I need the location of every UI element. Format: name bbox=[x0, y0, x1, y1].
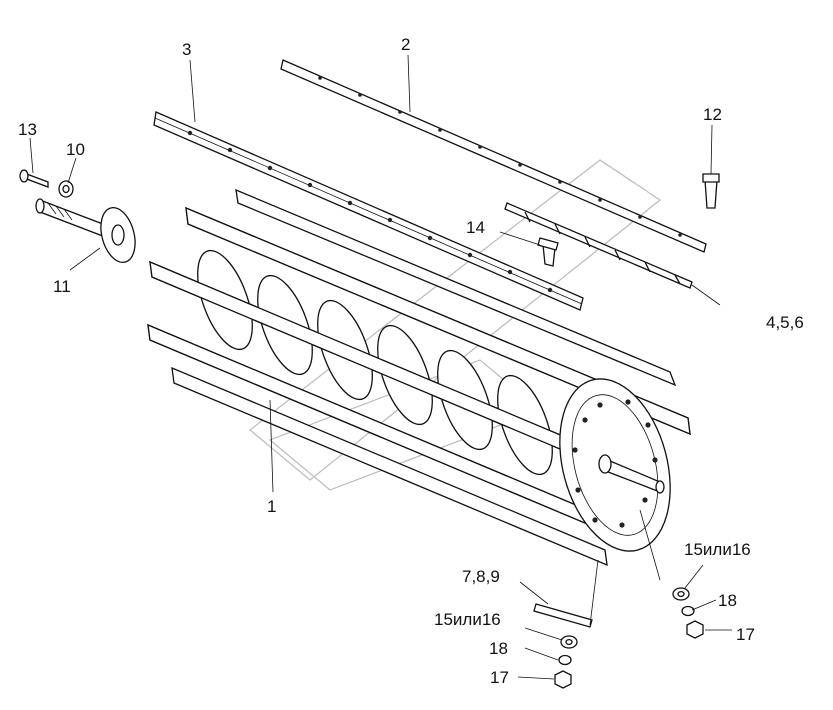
callout-10: 10 bbox=[66, 140, 85, 159]
part-10-washer bbox=[58, 180, 74, 198]
callout-13: 13 bbox=[18, 120, 37, 139]
part-2-long-bar bbox=[280, 59, 707, 253]
fasteners-right bbox=[672, 587, 704, 639]
rotor-drum-assembly bbox=[147, 188, 691, 567]
callout-2: 2 bbox=[401, 35, 410, 54]
part-14-bolt bbox=[537, 237, 559, 267]
callout-14: 14 bbox=[466, 218, 485, 237]
callout-12: 12 bbox=[703, 105, 722, 124]
end-flange-disc bbox=[559, 378, 671, 552]
callout-18-right: 18 bbox=[718, 591, 737, 610]
part-4-5-6-strip bbox=[504, 202, 693, 289]
callout-3: 3 bbox=[182, 40, 191, 59]
drum-bar-bottom bbox=[171, 366, 608, 567]
callout-15-or-16-right: 15или16 bbox=[684, 540, 751, 559]
callout-17-right: 17 bbox=[736, 625, 755, 644]
leader-lines bbox=[29, 54, 732, 680]
callout-4-5-6: 4,5,6 bbox=[766, 313, 804, 332]
part-3-angled-bar bbox=[153, 111, 584, 311]
callout-17-lower: 17 bbox=[490, 668, 509, 687]
fasteners-lower bbox=[554, 635, 578, 689]
callout-labels: 1 2 3 4,5,6 7,8,9 10 11 12 13 14 15или16… bbox=[18, 35, 804, 687]
part-7-8-9-plate bbox=[533, 603, 593, 628]
drum-bar-rear-top bbox=[235, 188, 677, 387]
callout-1: 1 bbox=[267, 497, 276, 516]
part-12-bolt bbox=[702, 173, 720, 209]
part-13-bolt bbox=[19, 169, 49, 188]
part-11-shaft bbox=[35, 198, 136, 264]
callout-7-8-9: 7,8,9 bbox=[462, 567, 500, 586]
callout-15-or-16-lower: 15или16 bbox=[434, 610, 501, 629]
callout-18-lower: 18 bbox=[489, 639, 508, 658]
callout-11: 11 bbox=[53, 277, 71, 296]
